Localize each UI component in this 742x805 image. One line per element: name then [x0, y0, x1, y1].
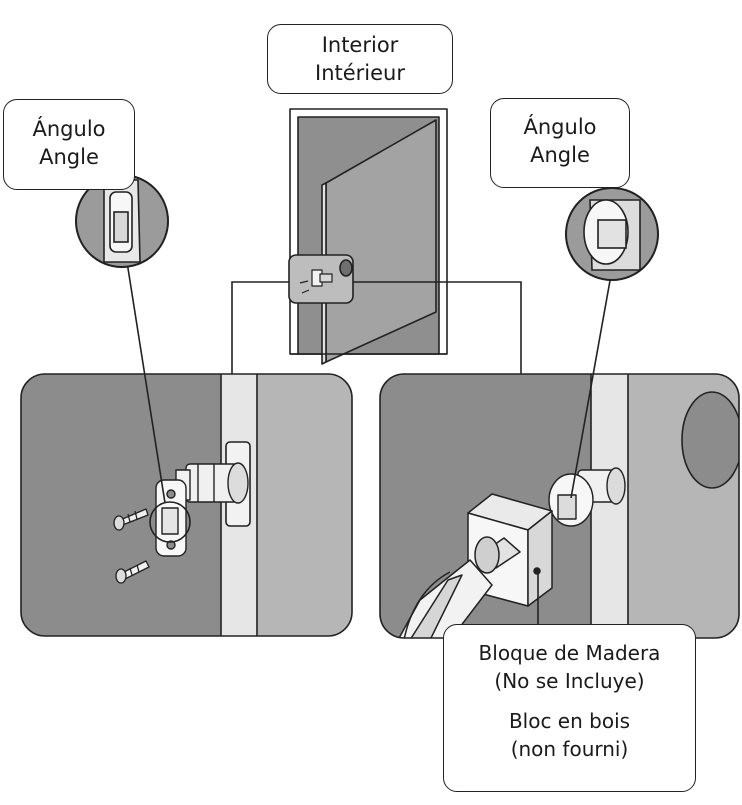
angle-right-fr: Angle	[530, 143, 590, 167]
connector-lines	[231, 281, 522, 374]
interior-label-es: Interior	[321, 33, 399, 57]
angle-left-fr: Angle	[39, 145, 99, 169]
knob-bore-hole	[681, 391, 739, 489]
angle-label-right: Ángulo Angle	[490, 98, 630, 188]
latch-assembly	[155, 462, 249, 557]
wood-block-fr-note: (non fourni)	[510, 737, 629, 761]
hammer	[397, 536, 521, 638]
left-magnifier	[75, 174, 169, 504]
interior-label-fr: Intérieur	[315, 61, 405, 85]
door-overview	[288, 108, 448, 365]
right-magnifier	[565, 187, 659, 499]
latch-mini	[299, 269, 333, 294]
wood-block-fr: Bloc en bois	[508, 709, 631, 733]
right-detail-panel	[379, 373, 740, 639]
interior-label: Interior Intérieur	[267, 24, 453, 94]
left-detail-panel	[20, 373, 353, 637]
angle-label-left: Ángulo Angle	[3, 99, 135, 190]
angle-left-es: Ángulo	[32, 117, 106, 141]
wood-block-label: Bloque de Madera (No se Incluye) Bloc en…	[443, 624, 696, 792]
screw-bottom	[115, 560, 150, 584]
screw-top	[113, 508, 149, 531]
angle-right-es: Ángulo	[523, 115, 597, 139]
left-magnify-target	[149, 501, 191, 543]
door-knob-hole	[339, 259, 353, 277]
wood-block-es-note: (No se Incluye)	[494, 669, 645, 693]
wood-block-es: Bloque de Madera	[478, 641, 661, 665]
latch-in-door	[548, 467, 626, 527]
